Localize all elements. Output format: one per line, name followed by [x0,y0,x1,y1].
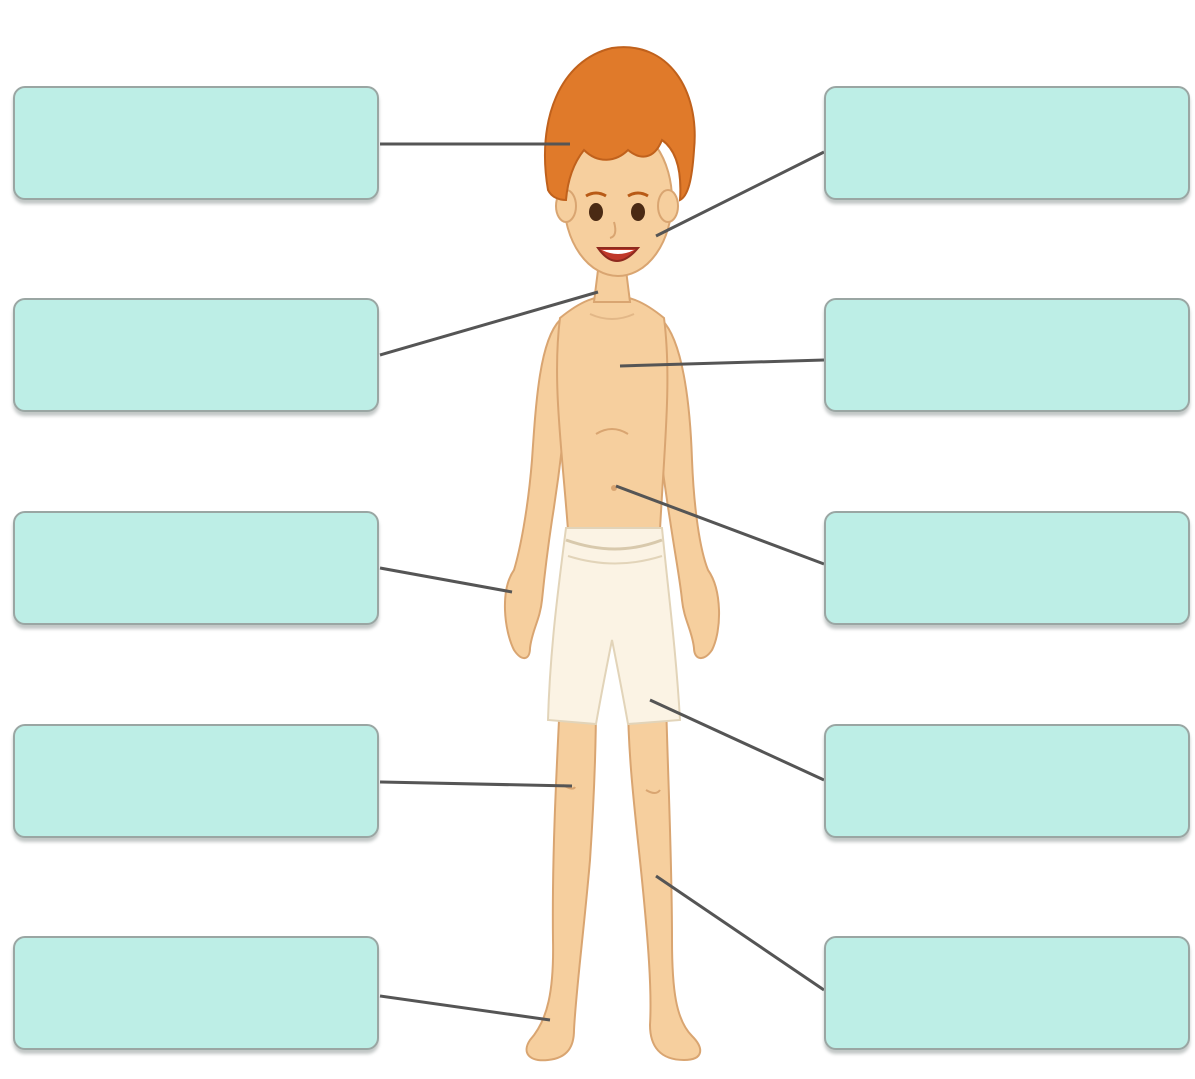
leader-line-l3 [380,568,512,592]
torso [557,296,667,530]
label-box-left-3[interactable] [13,511,379,625]
legs [527,700,701,1060]
label-box-right-5[interactable] [824,936,1190,1050]
leader-line-l5 [380,996,550,1020]
head [545,47,695,276]
label-box-right-4[interactable] [824,724,1190,838]
label-box-left-2[interactable] [13,298,379,412]
label-box-right-2[interactable] [824,298,1190,412]
shorts [548,528,680,724]
label-box-right-1[interactable] [824,86,1190,200]
label-box-left-1[interactable] [13,86,379,200]
label-box-left-4[interactable] [13,724,379,838]
leader-line-r5 [656,876,824,990]
label-box-left-5[interactable] [13,936,379,1050]
leader-line-l4 [380,782,572,786]
label-box-right-3[interactable] [824,511,1190,625]
leader-line-r4 [650,700,824,780]
